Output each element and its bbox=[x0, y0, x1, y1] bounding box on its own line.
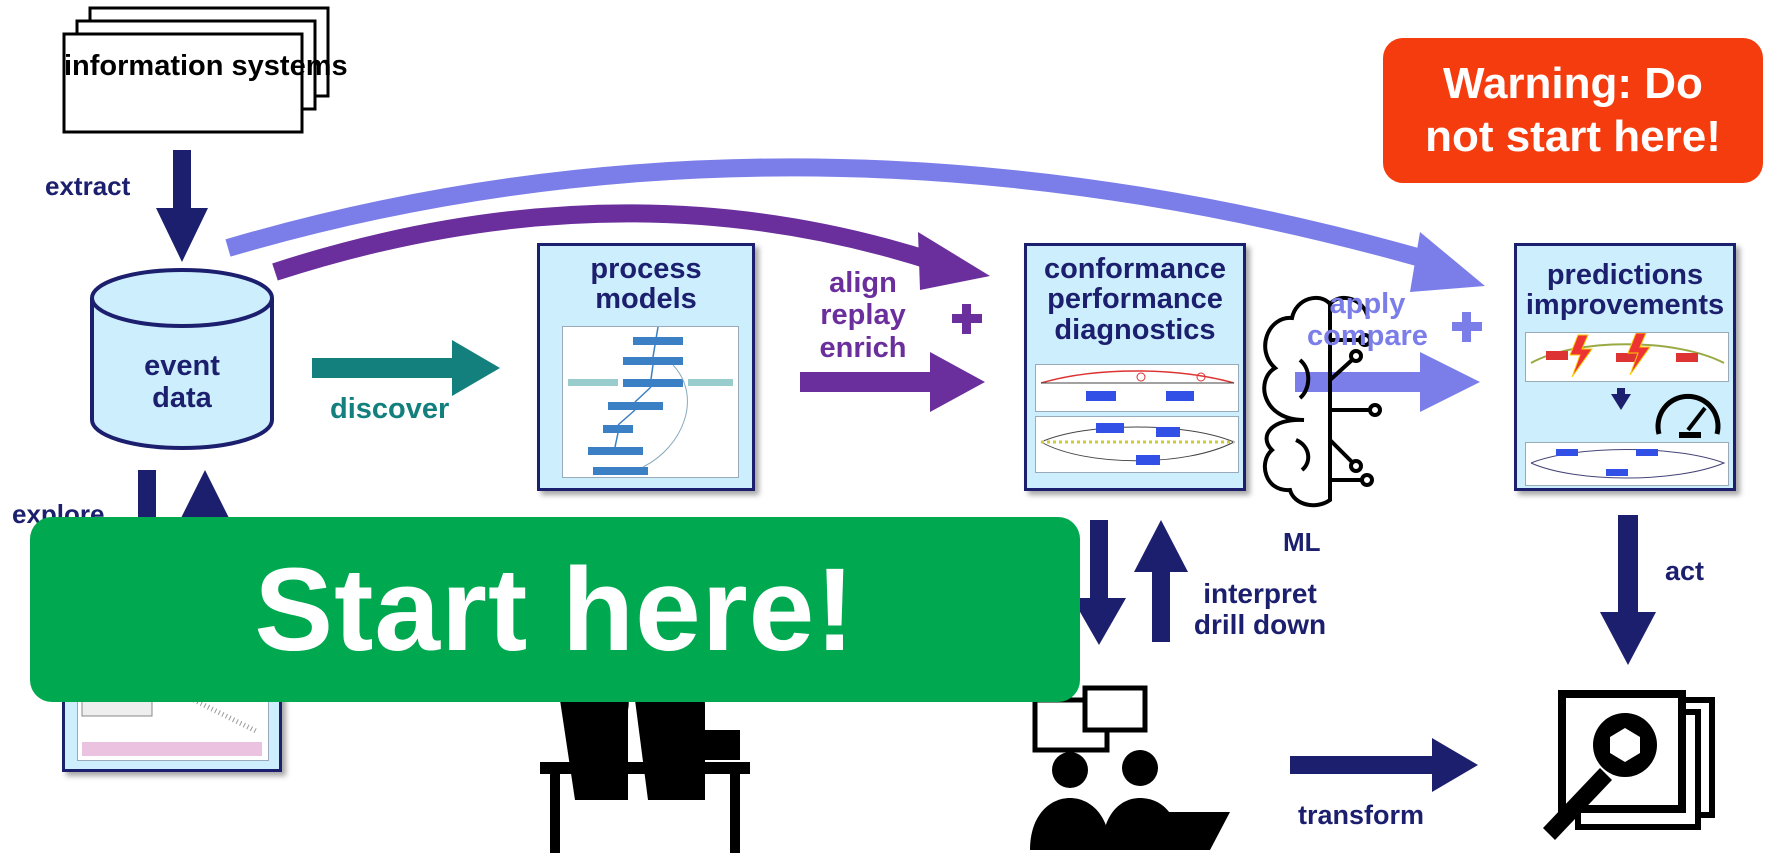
wrench-tool-icon bbox=[1543, 690, 1715, 840]
align-label: align bbox=[829, 267, 897, 299]
replay-label: replay bbox=[820, 299, 906, 332]
discover-arrow bbox=[312, 340, 500, 396]
performance-line: performance bbox=[1047, 283, 1223, 316]
extract-arrow bbox=[156, 150, 208, 262]
discover-label: discover bbox=[330, 393, 450, 425]
predictions-title: predictions improvements bbox=[1517, 260, 1733, 321]
warning-line-1: Warning: Do bbox=[1443, 58, 1703, 108]
act-arrow bbox=[1600, 515, 1656, 665]
interpret-labels: interpret drill down bbox=[1185, 578, 1335, 641]
lightning-icon bbox=[1627, 332, 1651, 376]
lightning-icon bbox=[1569, 334, 1593, 378]
transform-label: transform bbox=[1298, 800, 1425, 830]
start-here-text: Start here! bbox=[254, 543, 856, 676]
conformance-thumbnail-bottom bbox=[1035, 416, 1239, 473]
improved-process-chart bbox=[1530, 449, 1726, 479]
start-here-banner: Start here! bbox=[30, 517, 1080, 702]
predictions-thumbnail-top bbox=[1525, 332, 1729, 382]
align-arrow bbox=[800, 352, 985, 412]
process-model-thumbnail bbox=[562, 326, 739, 478]
conformance-thumbnail-top bbox=[1035, 364, 1239, 412]
process-map-thumbnail bbox=[568, 326, 733, 475]
plus-icons bbox=[952, 304, 1482, 342]
conformance-title: conformance performance diagnostics bbox=[1027, 253, 1243, 346]
lavender-curve-arrow bbox=[225, 158, 1485, 292]
interpret-arrows bbox=[1072, 520, 1188, 645]
enrich-label: enrich bbox=[819, 331, 907, 364]
interpret-label: interpret bbox=[1203, 578, 1317, 609]
purple-curve-arrow bbox=[272, 204, 990, 290]
improvements-line: improvements bbox=[1525, 289, 1725, 322]
meeting-people-icon bbox=[1030, 685, 1230, 850]
process-models-title: process models bbox=[590, 253, 702, 316]
warning-line-2: not start here! bbox=[1425, 111, 1721, 161]
event-data-label: event data bbox=[144, 350, 220, 415]
apply-label: apply bbox=[1329, 288, 1406, 320]
performance-trace-chart bbox=[1040, 423, 1236, 465]
warning-banner: Warning: Do not start here! bbox=[1383, 38, 1763, 183]
diagnostics-line: diagnostics bbox=[1054, 313, 1216, 346]
process-models-panel: process models bbox=[537, 243, 755, 491]
speedometer-icon bbox=[1655, 393, 1721, 438]
compare-label: compare bbox=[1307, 320, 1428, 353]
apply-arrow bbox=[1295, 352, 1480, 412]
information-systems-label: information systems bbox=[64, 50, 348, 82]
act-label: act bbox=[1665, 556, 1705, 586]
document-stack-icon bbox=[62, 6, 330, 134]
conformance-line: conformance bbox=[1043, 253, 1227, 285]
predictions-line: predictions bbox=[1546, 259, 1704, 291]
prediction-model-chart bbox=[1530, 332, 1725, 378]
align-labels: align replay enrich bbox=[808, 267, 918, 364]
extract-label: extract bbox=[45, 171, 131, 201]
brain-circuit-icon bbox=[1262, 295, 1382, 508]
warning-text: Warning: Do not start here! bbox=[1425, 58, 1721, 164]
predictions-thumbnail-bottom bbox=[1525, 442, 1729, 486]
conformance-panel: conformance performance diagnostics bbox=[1024, 243, 1246, 491]
drill-down-label: drill down bbox=[1193, 609, 1327, 641]
database-icon bbox=[90, 268, 274, 450]
improvement-indicators bbox=[1611, 388, 1721, 438]
apply-labels: apply compare bbox=[1305, 288, 1430, 353]
ml-label: ML bbox=[1283, 527, 1321, 557]
predictions-panel: predictions improvements bbox=[1514, 243, 1736, 491]
conformance-trace-chart bbox=[1040, 370, 1235, 401]
transform-arrow bbox=[1290, 738, 1478, 792]
